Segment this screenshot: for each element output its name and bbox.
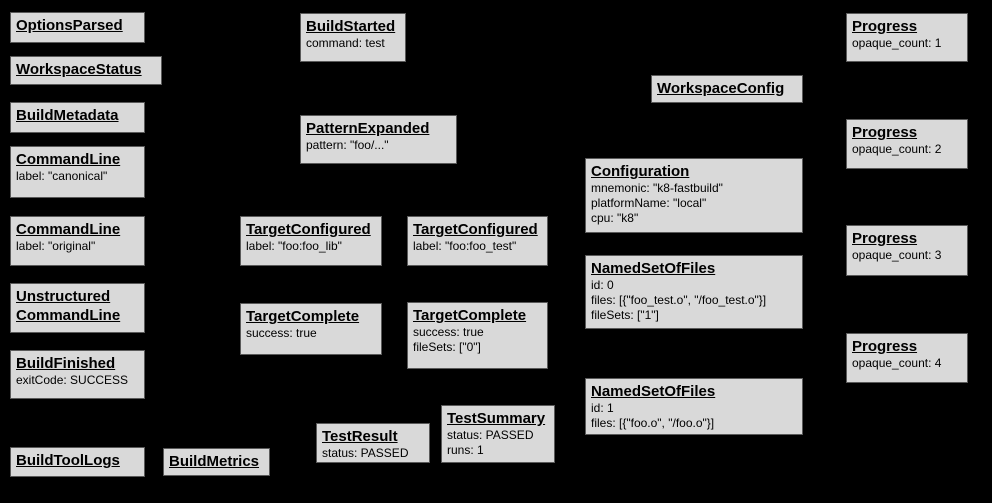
event-field: exitCode: SUCCESS [16,373,129,387]
event-field: command: test [306,36,385,50]
event-box-build-metrics: BuildMetrics [163,448,270,476]
event-field: opaque_count: 2 [852,142,942,156]
event-field: runs: 1 [447,443,484,457]
event-field: id: 1 [591,401,614,415]
event-field: label: "original" [16,239,96,253]
event-title: CommandLine [16,151,121,168]
event-title: TargetComplete [413,307,527,324]
event-field: success: true [413,325,484,339]
event-title: BuildMetrics [169,453,260,470]
event-field: platformName: "local" [591,196,707,210]
event-field: opaque_count: 3 [852,248,942,262]
event-title: WorkspaceStatus [16,61,142,78]
event-field: fileSets: ["0"] [413,340,481,354]
event-box-workspace-config: WorkspaceConfig [651,75,803,103]
event-field: fileSets: ["1"] [591,308,659,322]
event-title: Configuration [591,163,690,180]
event-title: Progress [852,124,918,141]
event-field: files: [{"foo.o", "/foo.o"}] [591,416,715,430]
event-title: BuildMetadata [16,107,119,124]
event-title: NamedSetOfFiles [591,260,716,277]
event-title: Unstructured [16,288,111,305]
event-title: Progress [852,18,918,35]
event-field: opaque_count: 1 [852,36,942,50]
event-title: Progress [852,230,918,247]
event-box-build-tool-logs: BuildToolLogs [10,447,145,477]
event-field: pattern: "foo/..." [306,138,389,152]
event-title: OptionsParsed [16,17,123,34]
event-field: status: PASSED [322,446,409,460]
event-field: mnemonic: "k8-fastbuild" [591,181,723,195]
event-field: success: true [246,326,317,340]
event-field: files: [{"foo_test.o", "/foo_test.o"}] [591,293,767,307]
event-field: label: "canonical" [16,169,108,183]
event-title: WorkspaceConfig [657,80,785,97]
event-title: CommandLine [16,221,121,238]
event-title: BuildToolLogs [16,452,120,469]
event-field: label: "foo:foo_test" [413,239,517,253]
event-title: TestSummary [447,410,546,427]
event-field: opaque_count: 4 [852,356,942,370]
event-box-workspace-status: WorkspaceStatus [10,56,162,85]
event-box-build-metadata: BuildMetadata [10,102,145,133]
event-title: Progress [852,338,918,355]
event-field: label: "foo:foo_lib" [246,239,342,253]
event-title: NamedSetOfFiles [591,383,716,400]
event-title: TargetConfigured [413,221,538,238]
event-title: TargetComplete [246,308,360,325]
event-title: BuildStarted [306,18,396,35]
event-title: TestResult [322,428,398,445]
event-title: BuildFinished [16,355,116,372]
event-field: status: PASSED [447,428,534,442]
event-title: PatternExpanded [306,120,430,137]
event-box-options-parsed: OptionsParsed [10,12,145,43]
event-field: cpu: "k8" [591,211,639,225]
event-field: id: 0 [591,278,614,292]
event-title: CommandLine [16,307,121,324]
event-title: TargetConfigured [246,221,371,238]
